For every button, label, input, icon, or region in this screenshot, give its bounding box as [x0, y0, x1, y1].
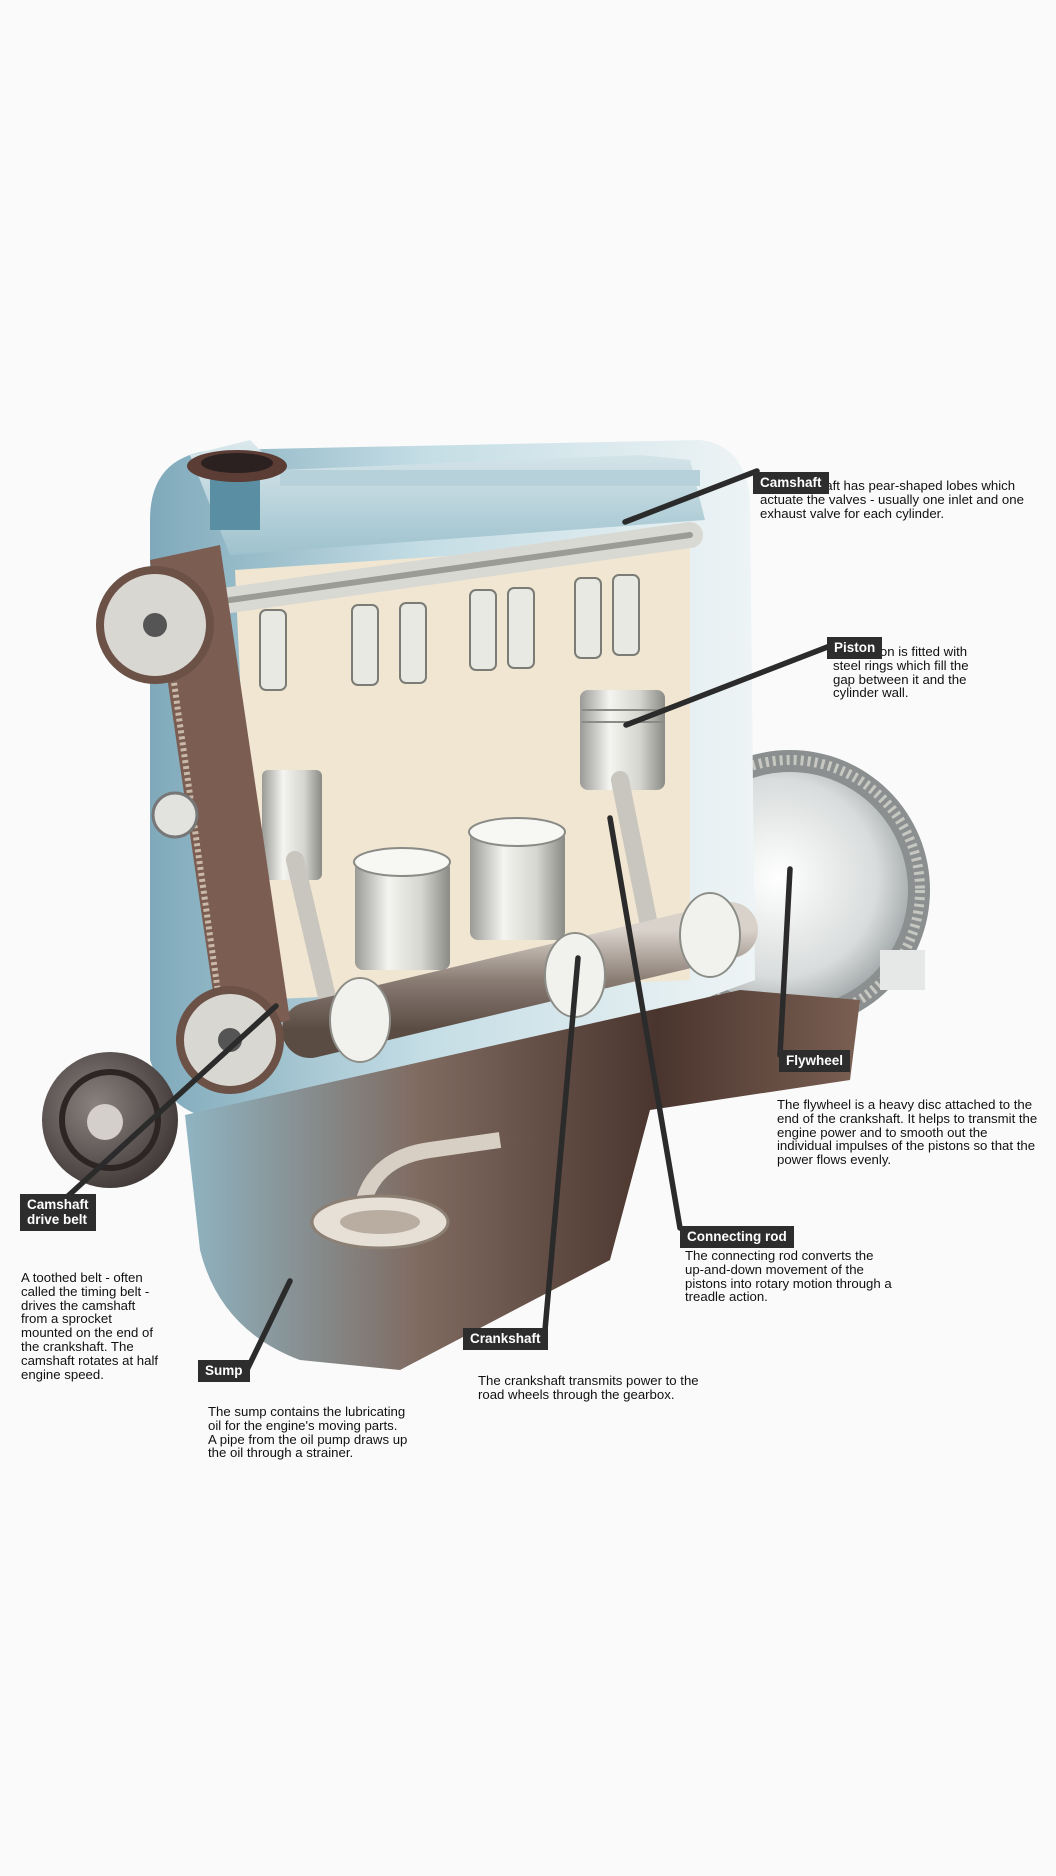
crankshaft-text: The crankshaft transmits power to the ro…	[478, 1373, 699, 1402]
sump-text: The sump contains the lubricating oil fo…	[208, 1404, 408, 1461]
sump-illustration	[185, 990, 860, 1370]
camshaft-drive-belt-leader-line	[65, 1003, 279, 1199]
crankshaft-tag: Crankshaft	[463, 1328, 548, 1350]
timing-belt-illustration	[96, 545, 290, 1094]
connecting-rod-tag: Connecting rod	[680, 1226, 794, 1248]
sump-leader-line	[242, 1278, 293, 1377]
camshaft-leader-line	[622, 468, 760, 525]
pistons	[262, 690, 665, 970]
camshaft-tag: Camshaft	[753, 472, 829, 494]
piston-text: The piston is fitted with steel rings wh…	[833, 644, 969, 701]
connecting-rods	[286, 771, 659, 1019]
piston-leader-line	[623, 643, 833, 728]
flywheel-tag: Flywheel	[779, 1050, 851, 1072]
sump-tag: Sump	[198, 1360, 250, 1382]
connecting-rod-leader-line	[607, 815, 683, 1231]
piston-tag: Piston	[827, 637, 883, 659]
leader-lines	[65, 468, 833, 1377]
engine-illustration	[42, 440, 930, 1370]
flywheel-text: The flywheel is a heavy disc attached to…	[777, 1097, 1038, 1168]
crank-pulley	[42, 1052, 178, 1188]
crankshaft-leader-line	[542, 955, 581, 1333]
camshaft-illustration	[217, 522, 703, 613]
cylinder-head	[190, 440, 705, 555]
valves	[259, 574, 640, 691]
flywheel-leader-line	[777, 866, 793, 1058]
connecting-rod-text: The connecting rod converts the up-and-d…	[685, 1248, 892, 1305]
camshaft-drive-belt-tag: Camshaft drive belt	[20, 1194, 96, 1231]
camshaft-drive-belt-text: A toothed belt - often called the timing…	[21, 1270, 159, 1382]
